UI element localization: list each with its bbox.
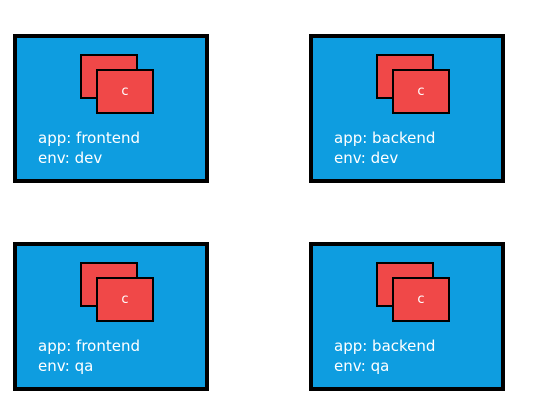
- container-front: c: [96, 277, 154, 322]
- app-label: app: backend: [334, 129, 436, 147]
- env-label: env: qa: [334, 357, 390, 375]
- pod-labels: app: frontend env: dev: [38, 128, 140, 168]
- pod-labels: app: backend env: dev: [334, 128, 435, 168]
- env-label: env: dev: [334, 149, 399, 167]
- pod-frontend-qa: c app: frontend env: qa: [13, 242, 209, 391]
- pod-labels: app: frontend env: qa: [38, 336, 140, 376]
- container-front: c: [392, 69, 450, 114]
- container-label: c: [417, 292, 425, 307]
- container-label: c: [121, 84, 129, 99]
- container-stack-icon: c: [376, 54, 452, 114]
- container-label: c: [417, 84, 425, 99]
- container-stack-icon: c: [80, 54, 156, 114]
- pod-backend-qa: c app: backend env: qa: [309, 242, 505, 391]
- container-front: c: [392, 277, 450, 322]
- container-stack-icon: c: [376, 262, 452, 322]
- container-label: c: [121, 292, 129, 307]
- app-label: app: frontend: [38, 129, 140, 147]
- env-label: env: dev: [38, 149, 103, 167]
- pod-frontend-dev: c app: frontend env: dev: [13, 34, 209, 183]
- app-label: app: frontend: [38, 337, 140, 355]
- app-label: app: backend: [334, 337, 436, 355]
- pod-labels: app: backend env: qa: [334, 336, 435, 376]
- container-front: c: [96, 69, 154, 114]
- container-stack-icon: c: [80, 262, 156, 322]
- env-label: env: qa: [38, 357, 94, 375]
- pod-backend-dev: c app: backend env: dev: [309, 34, 505, 183]
